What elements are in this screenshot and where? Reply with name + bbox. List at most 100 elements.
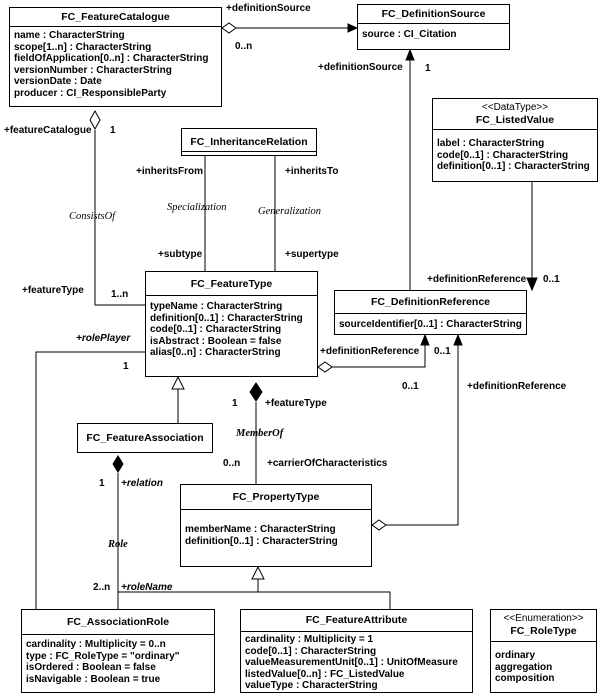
attribute: label : CharacterString bbox=[437, 138, 545, 149]
arrowhead-definition-source bbox=[347, 23, 359, 33]
attribute: alias[0..n] : CharacterString bbox=[150, 347, 281, 358]
label-mult-01-c: 0..1 bbox=[402, 381, 419, 392]
label-mult-1-right: 1 bbox=[425, 63, 431, 74]
attribute: type : FC_RoleType = "ordinary" bbox=[26, 650, 180, 662]
label-definition-reference-c: +definitionReference bbox=[467, 381, 567, 392]
attribute-list: name : CharacterString scope[1..n] : Cha… bbox=[10, 27, 221, 102]
label-role-player: +rolePlayer bbox=[76, 333, 131, 344]
edge-featuretype-reference bbox=[332, 335, 426, 368]
attribute-list: label : CharacterString code[0..1] : Cha… bbox=[433, 130, 597, 176]
class-name: FC_FeatureAssociation bbox=[86, 432, 204, 444]
attribute: cardinality : Multiplicity = 0..n bbox=[26, 639, 166, 650]
arrowhead-reference-b bbox=[453, 333, 463, 346]
arrowhead-listed-value bbox=[526, 277, 538, 292]
label-mult-01-b: 0..1 bbox=[434, 346, 451, 357]
class-role-type[interactable]: <<Enumeration>> FC_RoleType ordinary agg… bbox=[490, 609, 597, 693]
attribute: isOrdered : Boolean = false bbox=[26, 662, 156, 673]
class-feature-type[interactable]: FC_FeatureType typeName : CharacterStrin… bbox=[145, 271, 318, 377]
label-feature-type-member: +featureType bbox=[265, 398, 327, 409]
attribute: definition[0..1] : CharacterString bbox=[150, 312, 303, 324]
label-inherits-from: +inheritsFrom bbox=[136, 166, 203, 177]
label-feature-catalogue: +featureCatalogue bbox=[4, 125, 92, 136]
label-role: Role bbox=[108, 539, 128, 550]
attribute: versionDate : Date bbox=[14, 76, 102, 87]
label-subtype: +subtype bbox=[158, 249, 203, 260]
composition-diamond-role bbox=[112, 455, 124, 473]
attribute: definition[0..1] : CharacterString bbox=[185, 535, 338, 547]
class-header: <<DataType>> FC_ListedValue bbox=[433, 99, 597, 130]
attribute: scope[1..n] : CharacterString bbox=[14, 41, 152, 53]
label-feature-type-left: +featureType bbox=[22, 285, 84, 296]
label-mult-1-fc: 1 bbox=[110, 125, 116, 136]
label-definition-source-right: +definitionSource bbox=[318, 62, 403, 73]
attribute: code[0..1] : CharacterString bbox=[150, 324, 282, 335]
attribute-list: sourceIdentifier[0..1] : CharacterString bbox=[335, 314, 526, 334]
class-listed-value[interactable]: <<DataType>> FC_ListedValue label : Char… bbox=[432, 98, 598, 182]
label-consists-of: ConsistsOf bbox=[69, 211, 116, 222]
attribute: isNavigable : Boolean = true bbox=[26, 673, 161, 685]
arrowhead-source-bottom bbox=[405, 48, 415, 61]
label-carrier-of-characteristics: +carrierOfCharacteristics bbox=[267, 458, 388, 469]
attribute-list: cardinality : Multiplicity = 1 code[0..1… bbox=[241, 632, 472, 695]
attribute: code[0..1] : CharacterString bbox=[245, 645, 377, 657]
composition-diamond-member-of bbox=[249, 382, 263, 402]
attribute: cardinality : Multiplicity = 1 bbox=[245, 634, 374, 645]
attribute-list: source : CI_Citation bbox=[358, 24, 509, 44]
class-name: FC_ListedValue bbox=[475, 114, 555, 126]
class-association-role[interactable]: FC_AssociationRole cardinality : Multipl… bbox=[21, 609, 215, 693]
label-mult-0n-member: 0..n bbox=[223, 458, 241, 469]
class-name: FC_RoleType bbox=[510, 625, 577, 637]
class-name: FC_PropertyType bbox=[181, 485, 371, 510]
edge-generalization-property bbox=[117, 591, 391, 609]
enum-literal: aggregation bbox=[495, 661, 553, 673]
label-mult-1-relation: 1 bbox=[99, 478, 105, 489]
stereotype: <<DataType>> bbox=[481, 102, 549, 113]
class-name: FC_DefinitionSource bbox=[358, 5, 509, 24]
label-member-of: MemberOf bbox=[236, 428, 284, 439]
edge-propertytype-reference bbox=[386, 335, 459, 526]
enumeration-literals: ordinary aggregation composition bbox=[491, 642, 596, 688]
enum-literal: ordinary bbox=[495, 650, 536, 661]
attribute-list: cardinality : Multiplicity = 0..n type :… bbox=[22, 635, 214, 688]
attribute: fieldOfApplication[0..n] : CharacterStri… bbox=[14, 53, 209, 64]
aggregation-diamond-catalogue bbox=[221, 22, 237, 34]
attribute: valueType : CharacterString bbox=[245, 680, 378, 691]
label-definition-reference-a: +definitionReference bbox=[427, 274, 527, 285]
label-mult-1-member: 1 bbox=[232, 398, 238, 409]
attribute: definition[0..1] : CharacterString bbox=[437, 161, 590, 172]
aggregation-diamond-propertytype bbox=[371, 519, 387, 531]
class-feature-attribute[interactable]: FC_FeatureAttribute cardinality : Multip… bbox=[240, 609, 473, 693]
label-inherits-to: +inheritsTo bbox=[285, 166, 339, 177]
attribute: producer : CI_ResponsibleParty bbox=[14, 87, 167, 99]
generalization-triangle-propertytype bbox=[251, 565, 265, 580]
attribute: typeName : CharacterString bbox=[150, 301, 283, 312]
edge-role-player bbox=[35, 351, 145, 609]
attribute: sourceIdentifier[0..1] : CharacterString bbox=[339, 319, 522, 330]
label-definition-source-top: +definitionSource bbox=[226, 3, 311, 14]
label-specialization: Specialization bbox=[167, 202, 227, 213]
attribute: valueMeasurementUnit[0..1] : UnitOfMeasu… bbox=[245, 657, 458, 668]
class-name: FC_FeatureType bbox=[146, 272, 317, 296]
label-generalization: Generalization bbox=[258, 206, 321, 217]
generalization-triangle-featuretype bbox=[171, 375, 185, 390]
label-role-name: +roleName bbox=[121, 582, 173, 593]
class-definition-source[interactable]: FC_DefinitionSource source : CI_Citation bbox=[357, 4, 510, 50]
class-property-type[interactable]: FC_PropertyType memberName : CharacterSt… bbox=[180, 484, 372, 567]
class-definition-reference[interactable]: FC_DefinitionReference sourceIdentifier[… bbox=[334, 290, 527, 335]
stereotype: <<Enumeration>> bbox=[503, 613, 584, 624]
class-name: FC_FeatureCatalogue bbox=[10, 8, 221, 27]
class-feature-association[interactable]: FC_FeatureAssociation bbox=[77, 423, 213, 453]
class-name: FC_AssociationRole bbox=[22, 610, 214, 635]
label-definition-reference-b: +definitionReference bbox=[320, 346, 420, 357]
class-feature-catalogue[interactable]: FC_FeatureCatalogue name : CharacterStri… bbox=[9, 7, 222, 107]
label-mult-1n: 1..n bbox=[111, 289, 129, 300]
aggregation-diamond-featuretype bbox=[317, 361, 333, 373]
attribute: versionNumber : CharacterString bbox=[14, 64, 172, 76]
arrowhead-reference-a bbox=[420, 333, 430, 346]
class-inheritance-relation[interactable]: FC_InheritanceRelation bbox=[181, 128, 317, 156]
aggregation-diamond-consists-of bbox=[89, 109, 101, 131]
edge-consists-of bbox=[94, 130, 145, 306]
enum-literal: composition bbox=[495, 673, 555, 684]
label-supertype: +supertype bbox=[285, 249, 339, 260]
